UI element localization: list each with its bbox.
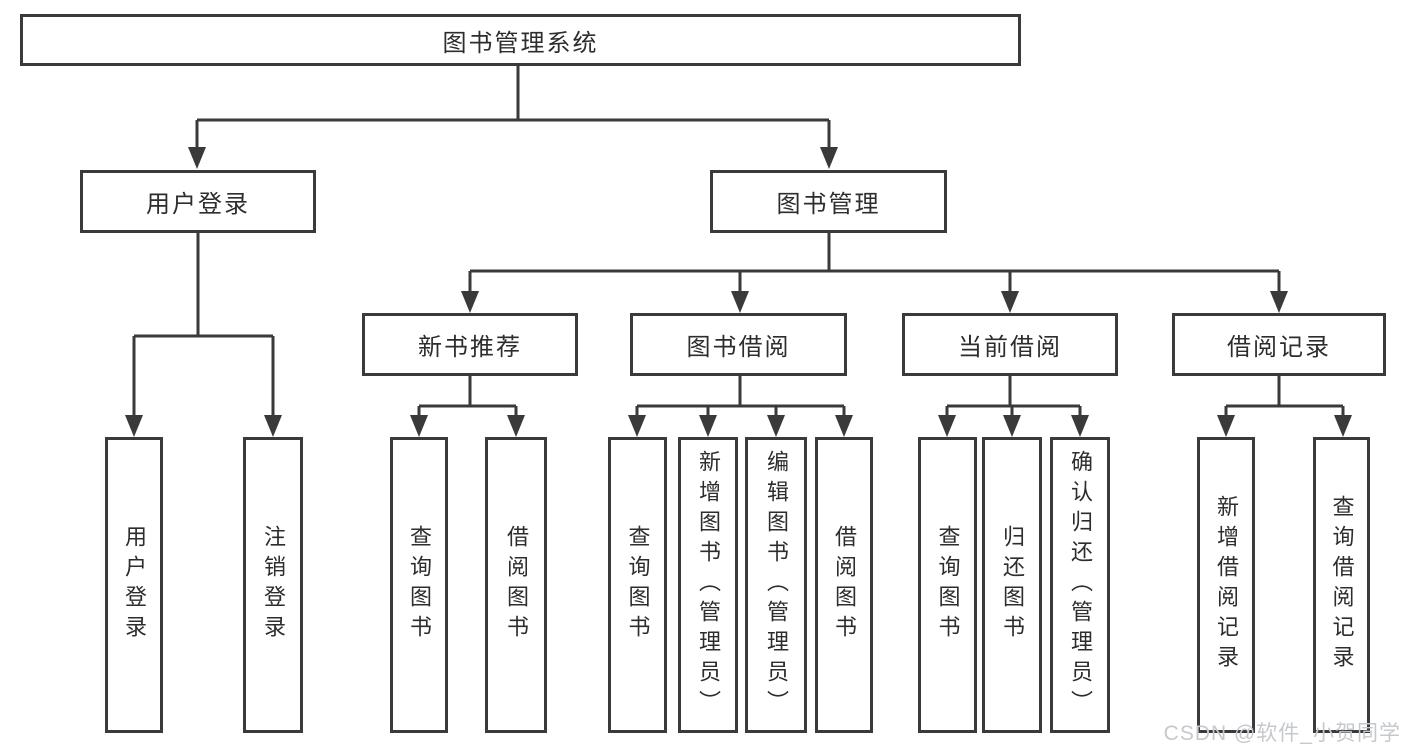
connector-book-mgmt-to-level3 [461, 233, 1288, 313]
node-user-login: 用户登录 [80, 170, 316, 233]
leaf-user-login: 用户登录 [105, 437, 163, 733]
leaf-newrec-query-books-label: 查询图书 [407, 525, 432, 645]
leaf-borrowing-borrow-books: 借阅图书 [815, 437, 873, 733]
leaf-newrec-query-books: 查询图书 [390, 437, 448, 733]
leaf-records-query-record-label: 查询借阅记录 [1329, 495, 1355, 675]
connector-user-login-to-leaves [125, 233, 282, 437]
leaf-newrec-borrow-books: 借阅图书 [485, 437, 547, 733]
leaf-borrowing-query-books: 查询图书 [608, 437, 667, 733]
node-book-borrowing: 图书借阅 [630, 313, 847, 376]
leaf-current-return-books: 归还图书 [982, 437, 1042, 733]
leaf-records-add-record: 新增借阅记录 [1197, 437, 1255, 733]
leaf-borrowing-borrow-books-label: 借阅图书 [832, 525, 857, 645]
leaf-borrowing-edit-books-admin: 编辑图书（管理员） [745, 437, 807, 733]
leaf-records-query-record: 查询借阅记录 [1313, 437, 1370, 733]
connector-book-borrow-to-leaves [628, 376, 853, 437]
leaf-current-return-books-label: 归还图书 [1000, 525, 1025, 645]
node-book-management: 图书管理 [710, 170, 947, 233]
node-current-borrowing: 当前借阅 [902, 313, 1118, 376]
leaf-logout-label: 注销登录 [261, 525, 286, 645]
connector-root-to-level2 [188, 66, 838, 169]
leaf-borrowing-query-books-label: 查询图书 [625, 525, 651, 645]
leaf-user-login-label: 用户登录 [122, 525, 147, 645]
leaf-borrowing-edit-books-admin-label: 编辑图书（管理员） [764, 450, 789, 720]
leaf-current-confirm-return-admin-label: 确认归还（管理员） [1068, 450, 1093, 720]
leaf-borrowing-add-books-admin-label: 新增图书（管理员） [696, 450, 721, 720]
leaf-borrowing-add-books-admin: 新增图书（管理员） [678, 437, 738, 733]
connector-current-borrow-to-leaves [938, 376, 1089, 437]
leaf-current-query-books: 查询图书 [918, 437, 977, 733]
leaf-newrec-borrow-books-label: 借阅图书 [504, 525, 529, 645]
leaf-current-query-books-label: 查询图书 [935, 525, 961, 645]
leaf-current-confirm-return-admin: 确认归还（管理员） [1050, 437, 1110, 733]
leaf-logout: 注销登录 [243, 437, 303, 733]
leaf-records-add-record-label: 新增借阅记录 [1214, 495, 1239, 675]
node-borrow-records: 借阅记录 [1172, 313, 1386, 376]
connector-borrow-records-to-leaves [1217, 376, 1352, 437]
node-library-system: 图书管理系统 [20, 14, 1021, 66]
node-new-book-recommend: 新书推荐 [362, 313, 578, 376]
connector-new-rec-to-leaves [410, 376, 525, 437]
